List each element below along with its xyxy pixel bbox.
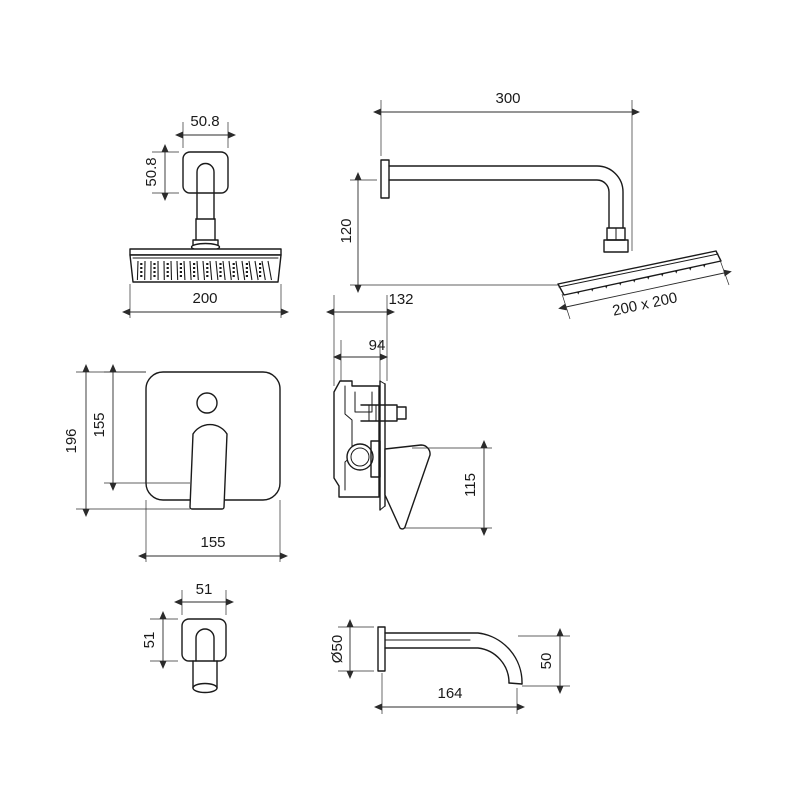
dim-label-handle-width: 51 bbox=[196, 581, 213, 598]
dim-label-head-flange-height: 50.8 bbox=[143, 157, 160, 186]
view-wall-spout: Ø50 50 164 bbox=[329, 619, 570, 714]
mixer-body-lever bbox=[384, 444, 431, 530]
view-mixer-faceplate: 196 155 155 bbox=[63, 364, 288, 562]
dim-label-head-flange-width: 50.8 bbox=[190, 113, 219, 130]
mixer-body-plate-caps bbox=[379, 380, 386, 511]
spout-outlet-face bbox=[508, 682, 523, 685]
riser-tube-upper bbox=[196, 192, 215, 220]
handle-wall-plate bbox=[181, 618, 227, 662]
mixer-cartridge-inner-line bbox=[344, 385, 353, 491]
mixer-diverter-hole bbox=[196, 392, 218, 414]
spout-wall-flange bbox=[377, 626, 386, 672]
dim-arm-length: 300 bbox=[373, 90, 640, 251]
mixer-inlet-port-inner bbox=[350, 447, 370, 467]
mixer-diverter-cap bbox=[396, 406, 407, 420]
mixer-boss-block bbox=[370, 440, 381, 478]
handle-stem-end bbox=[192, 682, 218, 694]
dim-label-arm-drop: 120 bbox=[338, 218, 355, 243]
view-diverter-handle: 51 51 bbox=[141, 581, 234, 694]
dim-spout-drop: 50 bbox=[518, 628, 570, 694]
dim-label-mixer-inner-height: 155 bbox=[91, 412, 108, 437]
dim-mixer-inner-height: 155 bbox=[91, 364, 190, 491]
handle-stem-dome bbox=[195, 628, 215, 662]
dim-head-width: 200 bbox=[122, 284, 289, 318]
arm-outer-profile bbox=[388, 165, 624, 229]
view-wall-shower-arm: 300 120 200 x 200 bbox=[338, 90, 732, 320]
dim-label-mixer-outer-height: 196 bbox=[63, 428, 80, 453]
arm-inner-profile bbox=[388, 179, 610, 229]
mixer-cartridge-top-detail bbox=[354, 391, 373, 413]
dim-label-body-depth: 132 bbox=[388, 291, 413, 308]
spout-inner-profile bbox=[384, 647, 510, 684]
dim-body-inner-depth: 94 bbox=[333, 337, 388, 381]
mixer-diverter-stem bbox=[360, 404, 398, 422]
dim-body-depth: 132 bbox=[326, 291, 414, 386]
dim-handle-width: 51 bbox=[174, 581, 234, 615]
view-ceiling-shower-head: 50.8 50.8 200 bbox=[122, 113, 289, 318]
dim-label-handle-height: 51 bbox=[141, 632, 158, 649]
ceiling-flange-plate bbox=[182, 151, 229, 194]
dim-label-arm-length: 300 bbox=[495, 90, 520, 107]
dim-label-body-lever-height: 115 bbox=[462, 473, 479, 497]
mixer-lever-handle bbox=[189, 423, 228, 510]
dim-handle-height: 51 bbox=[141, 611, 178, 669]
dim-mixer-width: 155 bbox=[138, 500, 288, 562]
shower-head-nozzle-slots bbox=[136, 260, 273, 281]
dim-head-flange-height: 50.8 bbox=[143, 144, 179, 201]
dim-spout-flange-dia: Ø50 bbox=[329, 619, 374, 679]
view-mixer-body-side: 132 94 115 bbox=[326, 291, 492, 536]
dim-head-flange-width: 50.8 bbox=[175, 113, 236, 148]
shower-head-top-rim bbox=[129, 248, 282, 256]
riser-tube-lower bbox=[195, 218, 216, 241]
dim-body-lever-height: 115 bbox=[404, 440, 492, 536]
handle-stem-tube bbox=[192, 660, 218, 689]
dim-spout-projection: 164 bbox=[374, 673, 525, 714]
dim-label-body-inner-depth: 94 bbox=[369, 337, 386, 354]
dim-label-head-width: 200 bbox=[192, 290, 217, 307]
spout-outer-profile bbox=[384, 632, 523, 685]
mixer-diverter-ribs bbox=[368, 404, 377, 422]
arm-connector-block bbox=[603, 239, 629, 253]
dim-label-spout-flange-dia: Ø50 bbox=[329, 635, 346, 663]
dim-label-spout-projection: 164 bbox=[437, 685, 462, 702]
dim-label-mixer-width: 155 bbox=[200, 534, 225, 551]
shower-head-body bbox=[129, 254, 282, 283]
dim-label-spout-drop: 50 bbox=[538, 653, 555, 670]
dim-arm-drop: 120 bbox=[338, 172, 558, 293]
arm-wall-flange bbox=[380, 159, 390, 199]
riser-dome-top bbox=[196, 162, 215, 194]
